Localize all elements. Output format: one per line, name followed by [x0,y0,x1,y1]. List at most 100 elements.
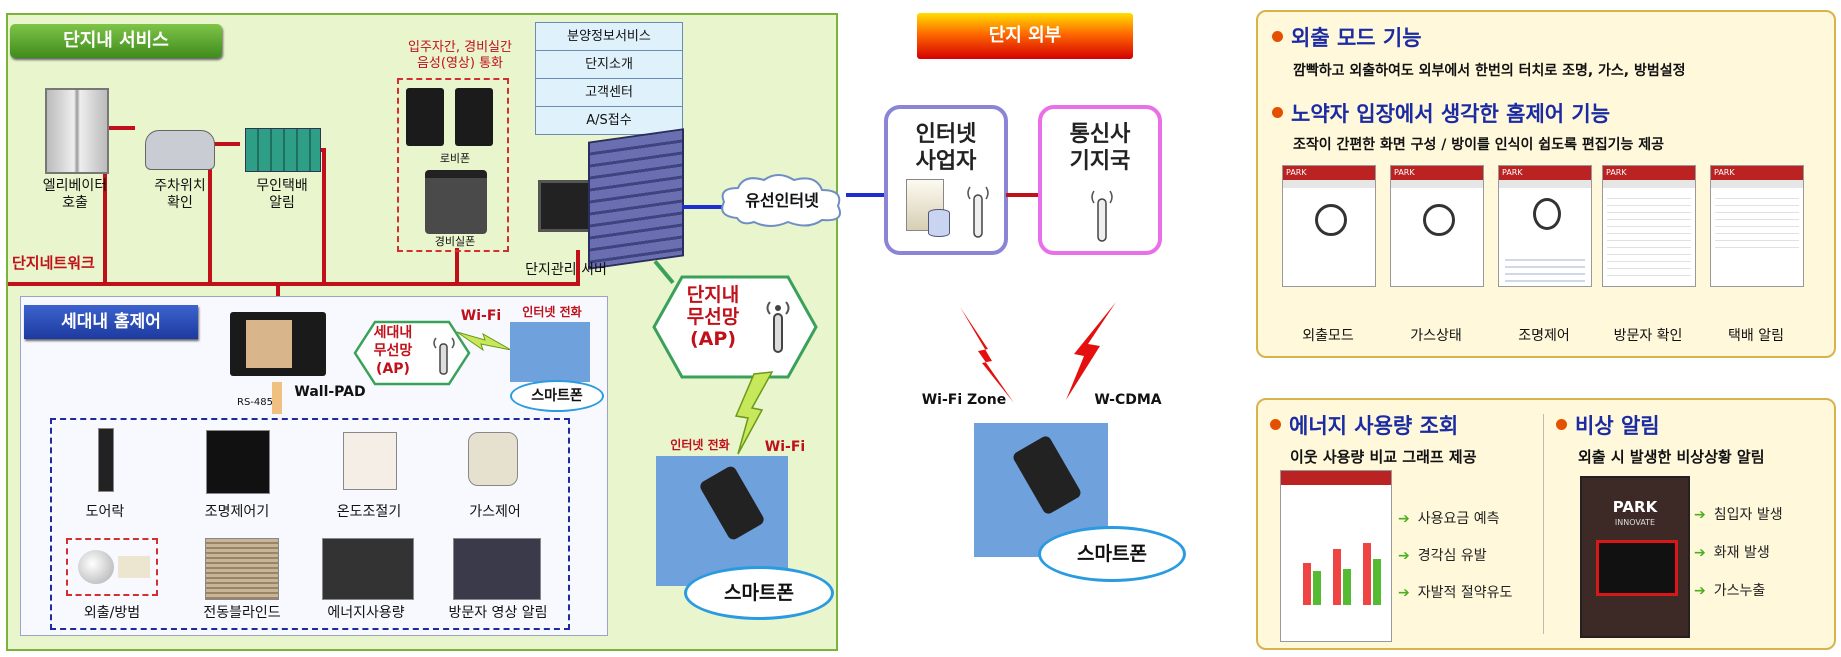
app-screen: PARK [1602,165,1696,287]
arrow-icon: ➔ [1398,511,1410,527]
home-control-title: 세대내 홈제어 [24,305,198,339]
net-drop-delivery [322,148,326,284]
energy-bar-a [1303,563,1311,605]
home-smartphone-bubble: 스마트폰 [510,380,604,412]
guard-phone-image [425,170,487,234]
wired-line-left [682,205,726,209]
alert-screen: PARK INNOVATE [1580,476,1690,638]
elevator-image [45,88,109,174]
light-controller-image [206,430,270,494]
call-caption: 입주자간, 경비실간 음성(영상) 통화 [408,40,512,71]
device-label: 전동블라인드 [203,605,281,621]
device-label: 도어락 [85,504,125,520]
net-h-parking [208,142,240,146]
outside-title: 단지 외부 [917,13,1133,59]
outside-smartphone-label: 스마트폰 [1077,543,1147,565]
lightning-bolt-green [734,371,774,455]
visitor-video-image [453,538,541,600]
outside-smartphone-bubble: 스마트폰 [1038,526,1186,582]
home-devices-box [50,418,570,630]
energy-screen-bar [1281,471,1391,485]
app-screen-bar: PARK [1603,166,1695,180]
elderly-desc: 조작이 간편한 화면 구성 / 방이를 인식이 쉽도록 편집기능 제공 [1293,137,1664,153]
bullet-dot-icon [1272,107,1283,118]
security-sensor-image [78,550,114,584]
home-ap-label: 세대내 무선망 (AP) [373,325,413,377]
app-screen-bar: PARK [1283,166,1375,180]
isp-label: 인터넷 사업자 [915,122,977,174]
door-icon [1315,204,1347,236]
security-sensor-image-2 [118,556,150,578]
gas-controller-image [468,432,518,486]
energy-screen [1280,470,1392,642]
delivery-label: 무인택배 알림 [256,178,308,211]
net-drop-parking [208,142,212,284]
device-label: 가스제어 [469,504,521,520]
home-lightning-bolt [456,331,512,352]
elderly-title: 노약자 입장에서 생각한 홈제어 기능 [1291,102,1611,126]
complex-wifi-label: Wi-Fi [764,439,806,455]
light-toggle-rows [1505,254,1585,282]
energy-bar-e [1363,543,1371,605]
alert-bullet: ➔침입자 발생 [1694,507,1783,523]
gas-icon [1423,204,1455,236]
server-label: 단지관리 서버 [525,262,607,278]
energy-bullet: ➔자발적 절약유도 [1398,585,1513,601]
alert-brand: PARK [1612,498,1658,516]
app-screen-bar: PARK [1391,166,1483,180]
server-menu-item[interactable]: 고객센터 [536,79,682,107]
app-screen: PARK [1390,165,1484,287]
server-menu-item[interactable]: A/S접수 [586,113,632,128]
energy-bar-c [1333,549,1341,605]
server-rack-image [588,128,684,270]
device-label: 방문자 영상 알림 [448,605,548,621]
wired-internet-label: 유선인터넷 [745,191,819,210]
screen-label: 방문자 확인 [1613,328,1683,344]
server-menu-item[interactable]: 단지소개 [536,51,682,79]
delivery-list-rows [1715,192,1799,252]
complex-services-title: 단지내 서비스 [10,24,222,58]
database-icon [928,209,950,237]
arrow-icon: ➔ [1694,545,1706,561]
net-drop-callbox [455,248,459,284]
away-mode-heading: 외출 모드 기능 [1272,22,1422,52]
energy-bar-d [1343,569,1351,605]
away-mode-title: 외출 모드 기능 [1291,26,1422,50]
alert-title: 비상 알림 [1575,414,1660,438]
elderly-heading: 노약자 입장에서 생각한 홈제어 기능 [1272,98,1610,128]
home-smartphone-image [510,322,590,382]
delivery-locker-image [245,128,321,172]
energy-desc: 이웃 사용량 비교 그래프 제공 [1290,448,1477,466]
arrow-icon: ➔ [1398,548,1410,564]
elevator-label: 엘리베이터 호출 [42,178,108,211]
wcdma-lightning [1066,302,1116,400]
door-lock-image [98,428,114,492]
device-label: 온도조절기 [336,504,402,520]
energy-heading: 에너지 사용량 조회 [1270,410,1458,440]
device-label: 외출/방범 [83,605,141,621]
server-menu: 분양정보서비스 단지소개 고객센터 A/S접수 [535,22,683,135]
alert-desc: 외출 시 발생한 비상상황 알림 [1578,448,1765,466]
carrier-antenna-icon [1091,190,1113,242]
alert-bullet: ➔화재 발생 [1694,545,1770,561]
app-screen-bar: PARK [1711,166,1803,180]
car-image [145,130,215,170]
home-antenna-icon [433,337,455,375]
wcdma-label: W-CDMA [1094,392,1162,408]
call-devices-box [397,78,509,252]
bullet-dot-icon [1556,419,1567,430]
energy-bullet: ➔사용요금 예측 [1398,511,1500,527]
net-drop-server [576,250,580,286]
home-smartphone-label: 스마트폰 [531,388,583,404]
wallpad-label: Wall-PAD [294,384,366,400]
screen-label: 택배 알림 [1728,328,1784,344]
lobby-phone-image-2 [455,88,493,146]
complex-network-label: 단지네트워크 [12,254,95,272]
server-menu-item[interactable]: 분양정보서비스 [536,23,682,51]
guard-phone-label: 경비실폰 [434,235,476,248]
bullet-dot-icon [1272,31,1283,42]
app-screen: PARK [1710,165,1804,287]
bullet-dot-icon [1270,419,1281,430]
complex-smartphone-label: 스마트폰 [724,582,794,604]
wallpad-screen [246,320,292,368]
